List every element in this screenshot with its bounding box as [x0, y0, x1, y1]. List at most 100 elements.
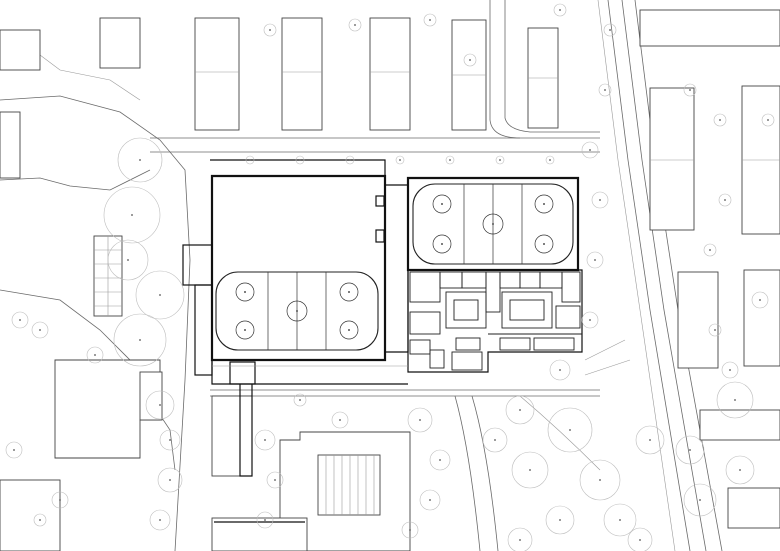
tree-canopy	[761, 113, 775, 127]
tree-trunk	[269, 29, 271, 31]
tree-canopy	[149, 509, 171, 531]
tree-canopy	[581, 311, 599, 329]
tree-canopy	[266, 471, 284, 489]
tree-trunk	[19, 319, 21, 321]
tree-canopy	[33, 513, 47, 527]
tree-trunk	[709, 249, 711, 251]
tree-canopy	[721, 361, 739, 379]
tree-trunk	[131, 214, 133, 216]
tree-canopy	[482, 427, 508, 453]
tree-trunk	[94, 354, 96, 356]
rink-west	[215, 271, 379, 351]
tree-canopy	[716, 381, 754, 419]
tree-trunk	[59, 499, 61, 501]
tree-trunk	[594, 259, 596, 261]
tree-trunk	[499, 159, 501, 161]
tree-trunk	[264, 519, 266, 521]
tree-trunk	[604, 89, 606, 91]
tree-canopy	[86, 346, 104, 364]
buildings-north	[0, 17, 559, 131]
tree-trunk	[529, 469, 531, 471]
tree-trunk	[639, 539, 641, 541]
tree-canopy	[683, 83, 697, 97]
tree-trunk	[619, 519, 621, 521]
tree-trunk	[39, 519, 41, 521]
tree-canopy	[683, 483, 717, 517]
tree-trunk	[759, 299, 761, 301]
tree-trunk	[409, 529, 411, 531]
tree-trunk	[439, 459, 441, 461]
tree-canopy	[635, 425, 665, 455]
tree-trunk	[159, 404, 161, 406]
tree-trunk	[13, 449, 15, 451]
tree-trunk	[734, 399, 736, 401]
service-rooms	[409, 271, 582, 371]
tree-canopy	[703, 243, 717, 257]
tree-trunk	[127, 259, 129, 261]
tree-canopy	[603, 503, 637, 537]
tree-trunk	[299, 399, 301, 401]
tree-trunk	[159, 294, 161, 296]
tree-canopy	[245, 155, 255, 165]
tree-trunk	[724, 199, 726, 201]
tree-trunk	[469, 59, 471, 61]
tree-canopy	[331, 411, 349, 429]
tree-canopy	[345, 155, 355, 165]
tree-canopy	[718, 193, 732, 207]
tree-canopy	[545, 155, 555, 165]
tree-trunk	[699, 499, 701, 501]
tree-trunk	[39, 329, 41, 331]
tree-trunk	[429, 499, 431, 501]
tree-trunk	[689, 449, 691, 451]
tree-trunk	[354, 24, 356, 26]
tree-trunk	[729, 369, 731, 371]
tree-canopy	[553, 3, 567, 17]
tree-canopy	[586, 251, 604, 269]
tree-trunk	[494, 439, 496, 441]
arena-building	[182, 159, 583, 477]
tree-canopies	[5, 3, 775, 551]
tree-canopy	[627, 527, 653, 551]
tree-trunk	[429, 19, 431, 21]
tree-trunk	[589, 319, 591, 321]
tree-trunk	[264, 439, 266, 441]
tree-canopy	[348, 18, 362, 32]
tree-trunk	[519, 539, 521, 541]
tree-trunk	[169, 439, 171, 441]
tree-trunk	[767, 119, 769, 121]
tree-canopy	[145, 390, 175, 420]
tree-trunk	[569, 429, 571, 431]
tree-trunk	[139, 339, 141, 341]
tree-canopy	[103, 186, 161, 244]
tree-canopy	[549, 359, 571, 381]
tree-canopy	[429, 449, 451, 471]
tree-trunk	[719, 119, 721, 121]
tree-trunk	[519, 409, 521, 411]
tree-trunk	[559, 9, 561, 11]
tree-canopy	[581, 141, 599, 159]
tree-trunk	[139, 159, 141, 161]
tree-canopy	[505, 395, 535, 425]
buildings-east	[639, 9, 780, 529]
tree-canopy	[463, 53, 477, 67]
tree-trunk	[299, 159, 301, 161]
tree-trunk	[599, 479, 601, 481]
tree-canopy	[135, 270, 185, 320]
tree-canopy	[708, 323, 722, 337]
buildings-west	[0, 111, 163, 551]
tree-trunk	[169, 479, 171, 481]
tree-trunk	[689, 89, 691, 91]
tree-canopy	[751, 291, 769, 309]
tree-trunk	[339, 419, 341, 421]
tree-trunk	[739, 469, 741, 471]
tree-canopy	[591, 191, 609, 209]
tree-canopy	[547, 407, 593, 453]
tree-trunk	[559, 519, 561, 521]
buildings-south	[211, 395, 411, 551]
tree-canopy	[395, 155, 405, 165]
tree-trunk	[249, 159, 251, 161]
tree-canopy	[423, 13, 437, 27]
tree-canopy	[419, 489, 441, 511]
tree-canopy	[293, 393, 307, 407]
tree-canopy	[401, 521, 419, 539]
